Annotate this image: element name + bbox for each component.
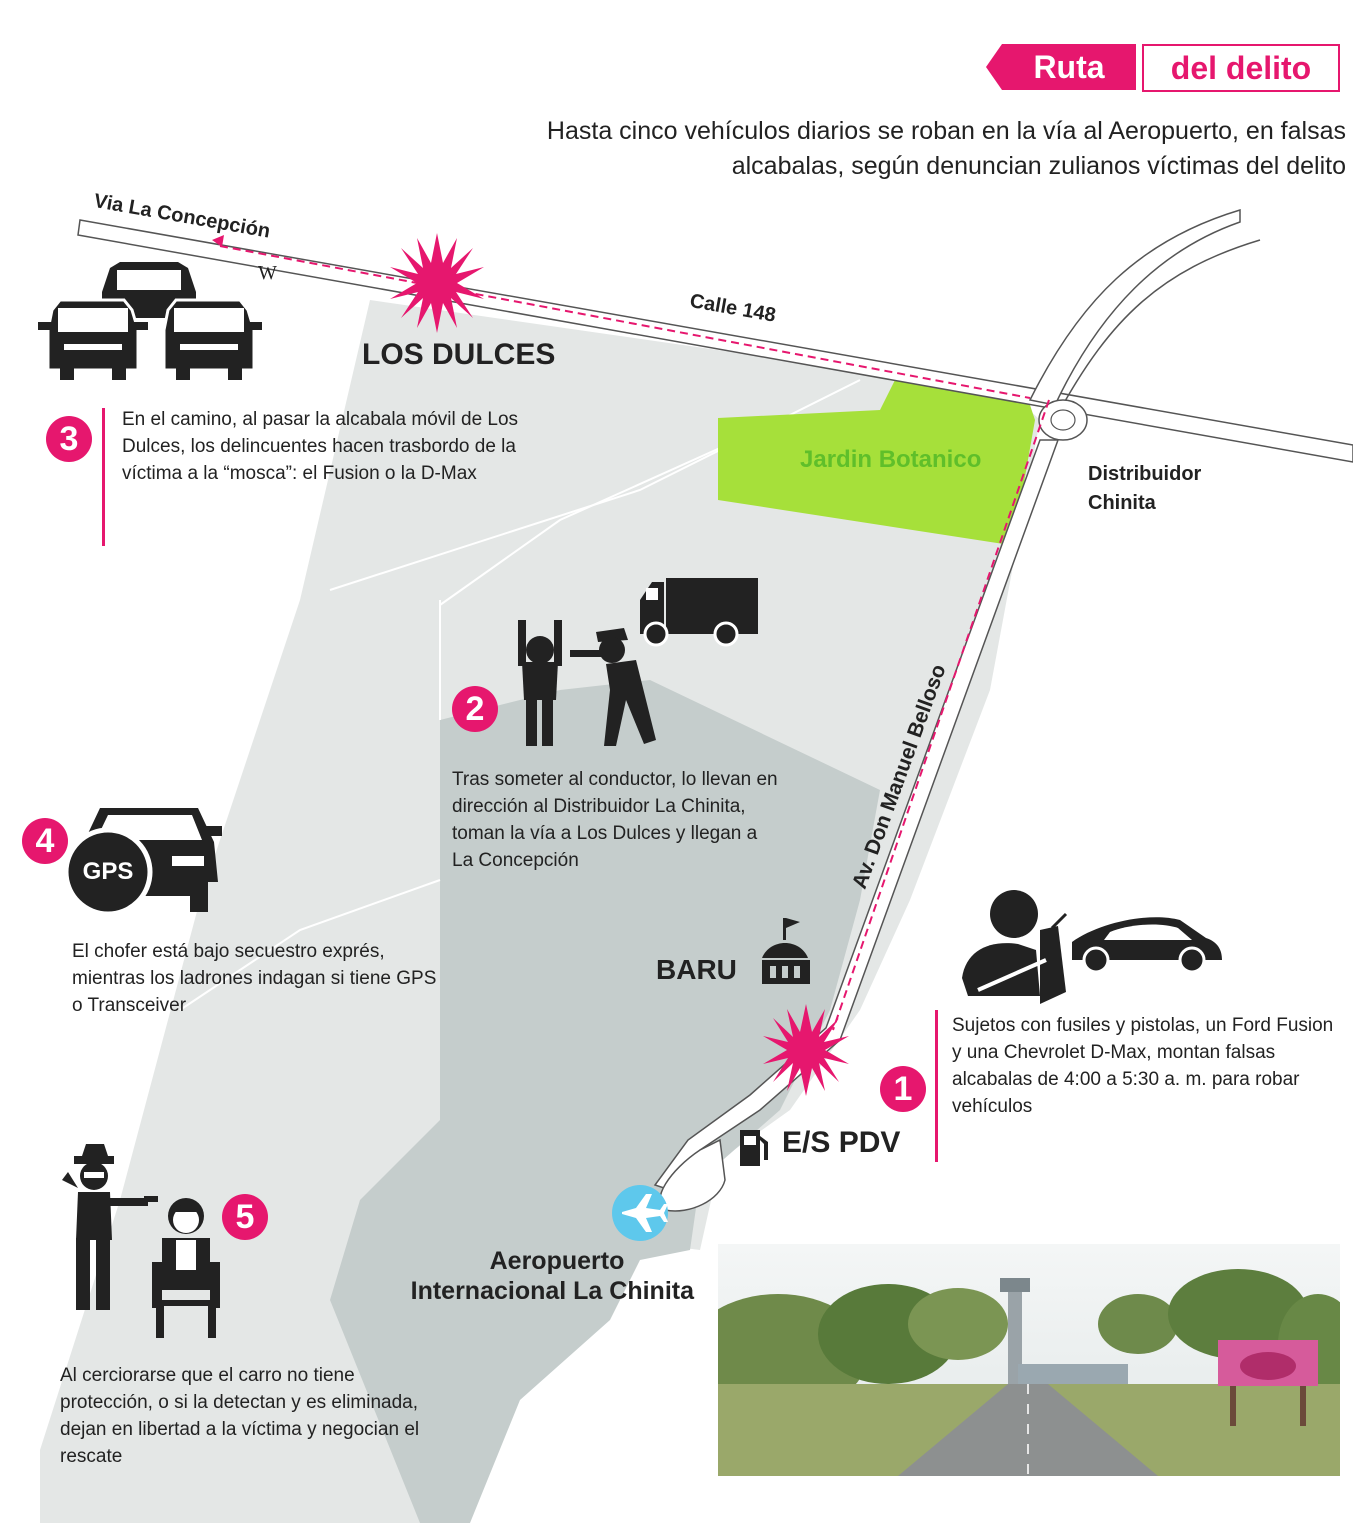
roundabout-center <box>1050 409 1076 431</box>
title-ruta: Ruta <box>1002 44 1136 90</box>
step-1-bar <box>935 1010 938 1162</box>
three-cars-icon <box>38 262 262 380</box>
baru-label: BARU <box>656 954 737 985</box>
route-dashed-line <box>832 399 1050 1031</box>
gps-car-icon <box>63 808 222 917</box>
step-2-number: 2 <box>452 686 498 732</box>
los-dulces-label: LOS DULCES <box>362 338 556 371</box>
victim-hands-up-icon <box>518 620 562 746</box>
step-5-text: Al cerciorarse que el carro no tiene pro… <box>60 1365 420 1467</box>
distribuidor-label: Distribuidor Chinita <box>1088 460 1201 518</box>
step-1-text: Sujetos con fusiles y pistolas, un Ford … <box>952 1015 1334 1117</box>
step-2-text: Tras someter al conductor, lo llevan en … <box>452 769 778 871</box>
airport-icon <box>612 1185 668 1241</box>
aeropuerto-label-line2: Internacional La Chinita <box>410 1277 694 1305</box>
airport-road-photo-drawing <box>718 1244 1340 1476</box>
distribuidor-label-line2: Chinita <box>1088 492 1156 514</box>
subtitle: Hasta cinco vehículos diarios se roban e… <box>546 117 1346 180</box>
es-pdv-label: E/S PDV <box>782 1126 901 1159</box>
compass-w-label: W <box>258 262 277 284</box>
distribuidor-ramp <box>1028 208 1241 406</box>
gps-label: GPS <box>82 858 134 885</box>
alcabala-starburst-los-dulces <box>390 233 484 333</box>
sedan-icon <box>1072 917 1222 974</box>
title-arrow-icon <box>986 44 1002 90</box>
officer-with-gun-icon <box>570 628 656 746</box>
aeropuerto-label: Aeropuerto Internacional La Chinita <box>360 1246 694 1306</box>
step-5-number: 5 <box>222 1194 268 1240</box>
interior-road-line <box>439 429 761 606</box>
government-building-icon <box>762 918 810 984</box>
step-3-number: 3 <box>46 416 92 462</box>
aeropuerto-label-line1: Aeropuerto <box>489 1247 625 1275</box>
distribuidor-label-line1: Distribuidor <box>1088 463 1202 485</box>
jardin-botanico-area <box>718 378 1035 545</box>
route-dashed-line <box>219 245 1031 399</box>
step-4-text: El chofer está bajo secuestro exprés, mi… <box>72 941 437 1016</box>
title-del-delito: del delito <box>1142 44 1340 92</box>
airport-road-photo <box>718 1244 1340 1476</box>
distribuidor-ramp-edge <box>1059 239 1261 411</box>
step-4-number: 4 <box>22 818 68 864</box>
driver-seatbelt-icon <box>962 890 1068 1004</box>
kidnapper-with-gun-icon <box>62 1144 158 1310</box>
dark-grey-area <box>330 680 880 1523</box>
truck-icon <box>640 578 758 647</box>
route-arrow-icon <box>212 235 224 247</box>
fuel-pump-icon <box>740 1130 768 1166</box>
alcabala-starburst-av-don-manuel <box>763 1004 849 1096</box>
jardin-botanico-label: Jardin Botanico <box>800 446 982 473</box>
step-1-number: 1 <box>880 1066 926 1112</box>
step-3-bar <box>102 408 105 546</box>
step-3-text: En el camino, al pasar la alcabala móvil… <box>122 409 519 484</box>
seated-hostage-icon <box>152 1198 220 1338</box>
interior-road-line <box>179 879 441 1011</box>
